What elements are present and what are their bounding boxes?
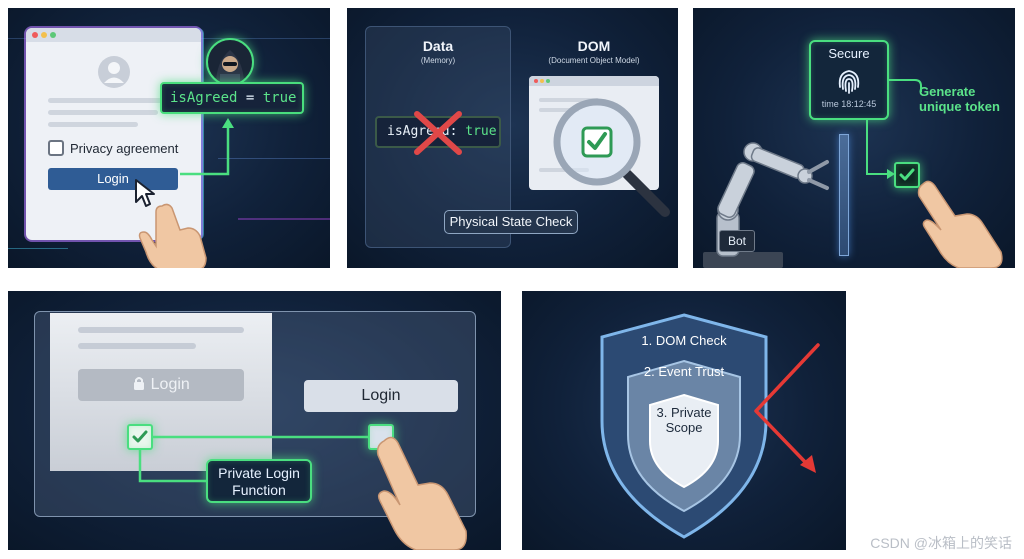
secure-label: Secure — [828, 46, 870, 61]
memory-code-value: true — [465, 124, 497, 139]
fingerprint-icon — [838, 70, 860, 94]
private-function-connectors — [138, 435, 368, 483]
hand-pointer-icon — [138, 203, 207, 268]
window-dot-yellow — [41, 32, 47, 38]
privacy-checkbox[interactable] — [48, 140, 64, 156]
glitch-line — [8, 248, 68, 249]
hand-pointer-icon — [917, 180, 1003, 268]
security-barrier — [839, 134, 849, 256]
disabled-login-button: Login — [78, 369, 244, 401]
placeholder-line — [48, 110, 158, 115]
dom-window-titlebar — [529, 76, 659, 86]
secure-token-card: Secure time 18:12:45 — [809, 40, 889, 120]
layer-dom-check: 1. DOM Check — [641, 333, 727, 348]
lock-icon — [134, 377, 145, 390]
hacker-icon — [216, 50, 244, 84]
bot-label: Bot — [719, 230, 755, 252]
login-button[interactable]: Login — [48, 168, 178, 190]
glitch-line — [238, 218, 330, 220]
physical-state-check-label: Physical State Check — [444, 210, 578, 234]
panel-defense-layers: 1. DOM Check 2. Event Trust 3. Private S… — [522, 291, 846, 550]
login-button[interactable]: Login — [304, 380, 458, 412]
privacy-checkbox-label: Privacy agreement — [70, 141, 179, 156]
dom-subtitle: (Document Object Model) — [548, 56, 640, 65]
watermark: CSDN @冰箱上的笑话 — [870, 535, 1012, 551]
code-variable: isAgreed — [170, 90, 238, 106]
magnifier-icon — [553, 98, 670, 217]
data-subtitle: (Memory) — [420, 56, 456, 65]
placeholder-line — [78, 327, 244, 333]
panel-physical-state-check: Data (Memory) isAgreed: true DOM (Docume… — [347, 8, 678, 268]
placeholder-line — [48, 98, 178, 103]
deflected-attack-arrow — [754, 343, 820, 473]
mouse-cursor-icon — [135, 179, 155, 207]
panel-client-variable: Privacy agreement Login isAgreed = true — [8, 8, 330, 268]
panel-secure-token: Secure time 18:12:45 Generate unique tok… — [693, 8, 1015, 268]
isagreed-code-chip: isAgreed = true — [160, 82, 304, 114]
disabled-login-label: Login — [150, 376, 190, 393]
token-flow-connectors — [866, 79, 922, 179]
data-title: Data — [422, 38, 454, 54]
window-dot-red — [534, 79, 538, 83]
panel-private-login: Login Login Private Login Function — [8, 291, 501, 550]
placeholder-line — [539, 108, 579, 112]
code-operator: = — [237, 90, 263, 106]
time-label: time 18:12:45 — [821, 99, 877, 109]
window-dot-green — [546, 79, 550, 83]
browser-titlebar — [26, 28, 201, 42]
hacker-avatar — [206, 38, 254, 86]
private-login-function-label: Private Login Function — [206, 459, 312, 503]
private-checkbox-left[interactable] — [127, 424, 153, 450]
glitch-line — [218, 158, 330, 159]
window-dot-yellow — [540, 79, 544, 83]
shield-icon — [600, 313, 768, 539]
layer-private-scope: 3. Private Scope — [656, 405, 712, 435]
browser-window: Privacy agreement Login — [26, 28, 201, 240]
window-dot-green — [50, 32, 56, 38]
checkmark-icon — [899, 168, 915, 181]
dom-title: DOM — [577, 38, 611, 54]
memory-code-operator: : — [449, 124, 466, 139]
generate-token-label: Generate unique token — [919, 84, 1000, 114]
token-checkbox[interactable] — [894, 162, 920, 188]
layer-event-trust: 2. Event Trust — [643, 364, 725, 379]
code-value: true — [262, 90, 297, 106]
hand-pointer-icon — [376, 436, 467, 550]
placeholder-line — [48, 122, 138, 127]
checkmark-icon — [132, 430, 148, 443]
user-avatar-icon — [98, 56, 130, 88]
placeholder-line — [78, 343, 196, 349]
window-dot-red — [32, 32, 38, 38]
placeholder-line — [539, 98, 599, 102]
connector-arrow — [180, 118, 234, 176]
red-cross-icon — [414, 111, 462, 155]
